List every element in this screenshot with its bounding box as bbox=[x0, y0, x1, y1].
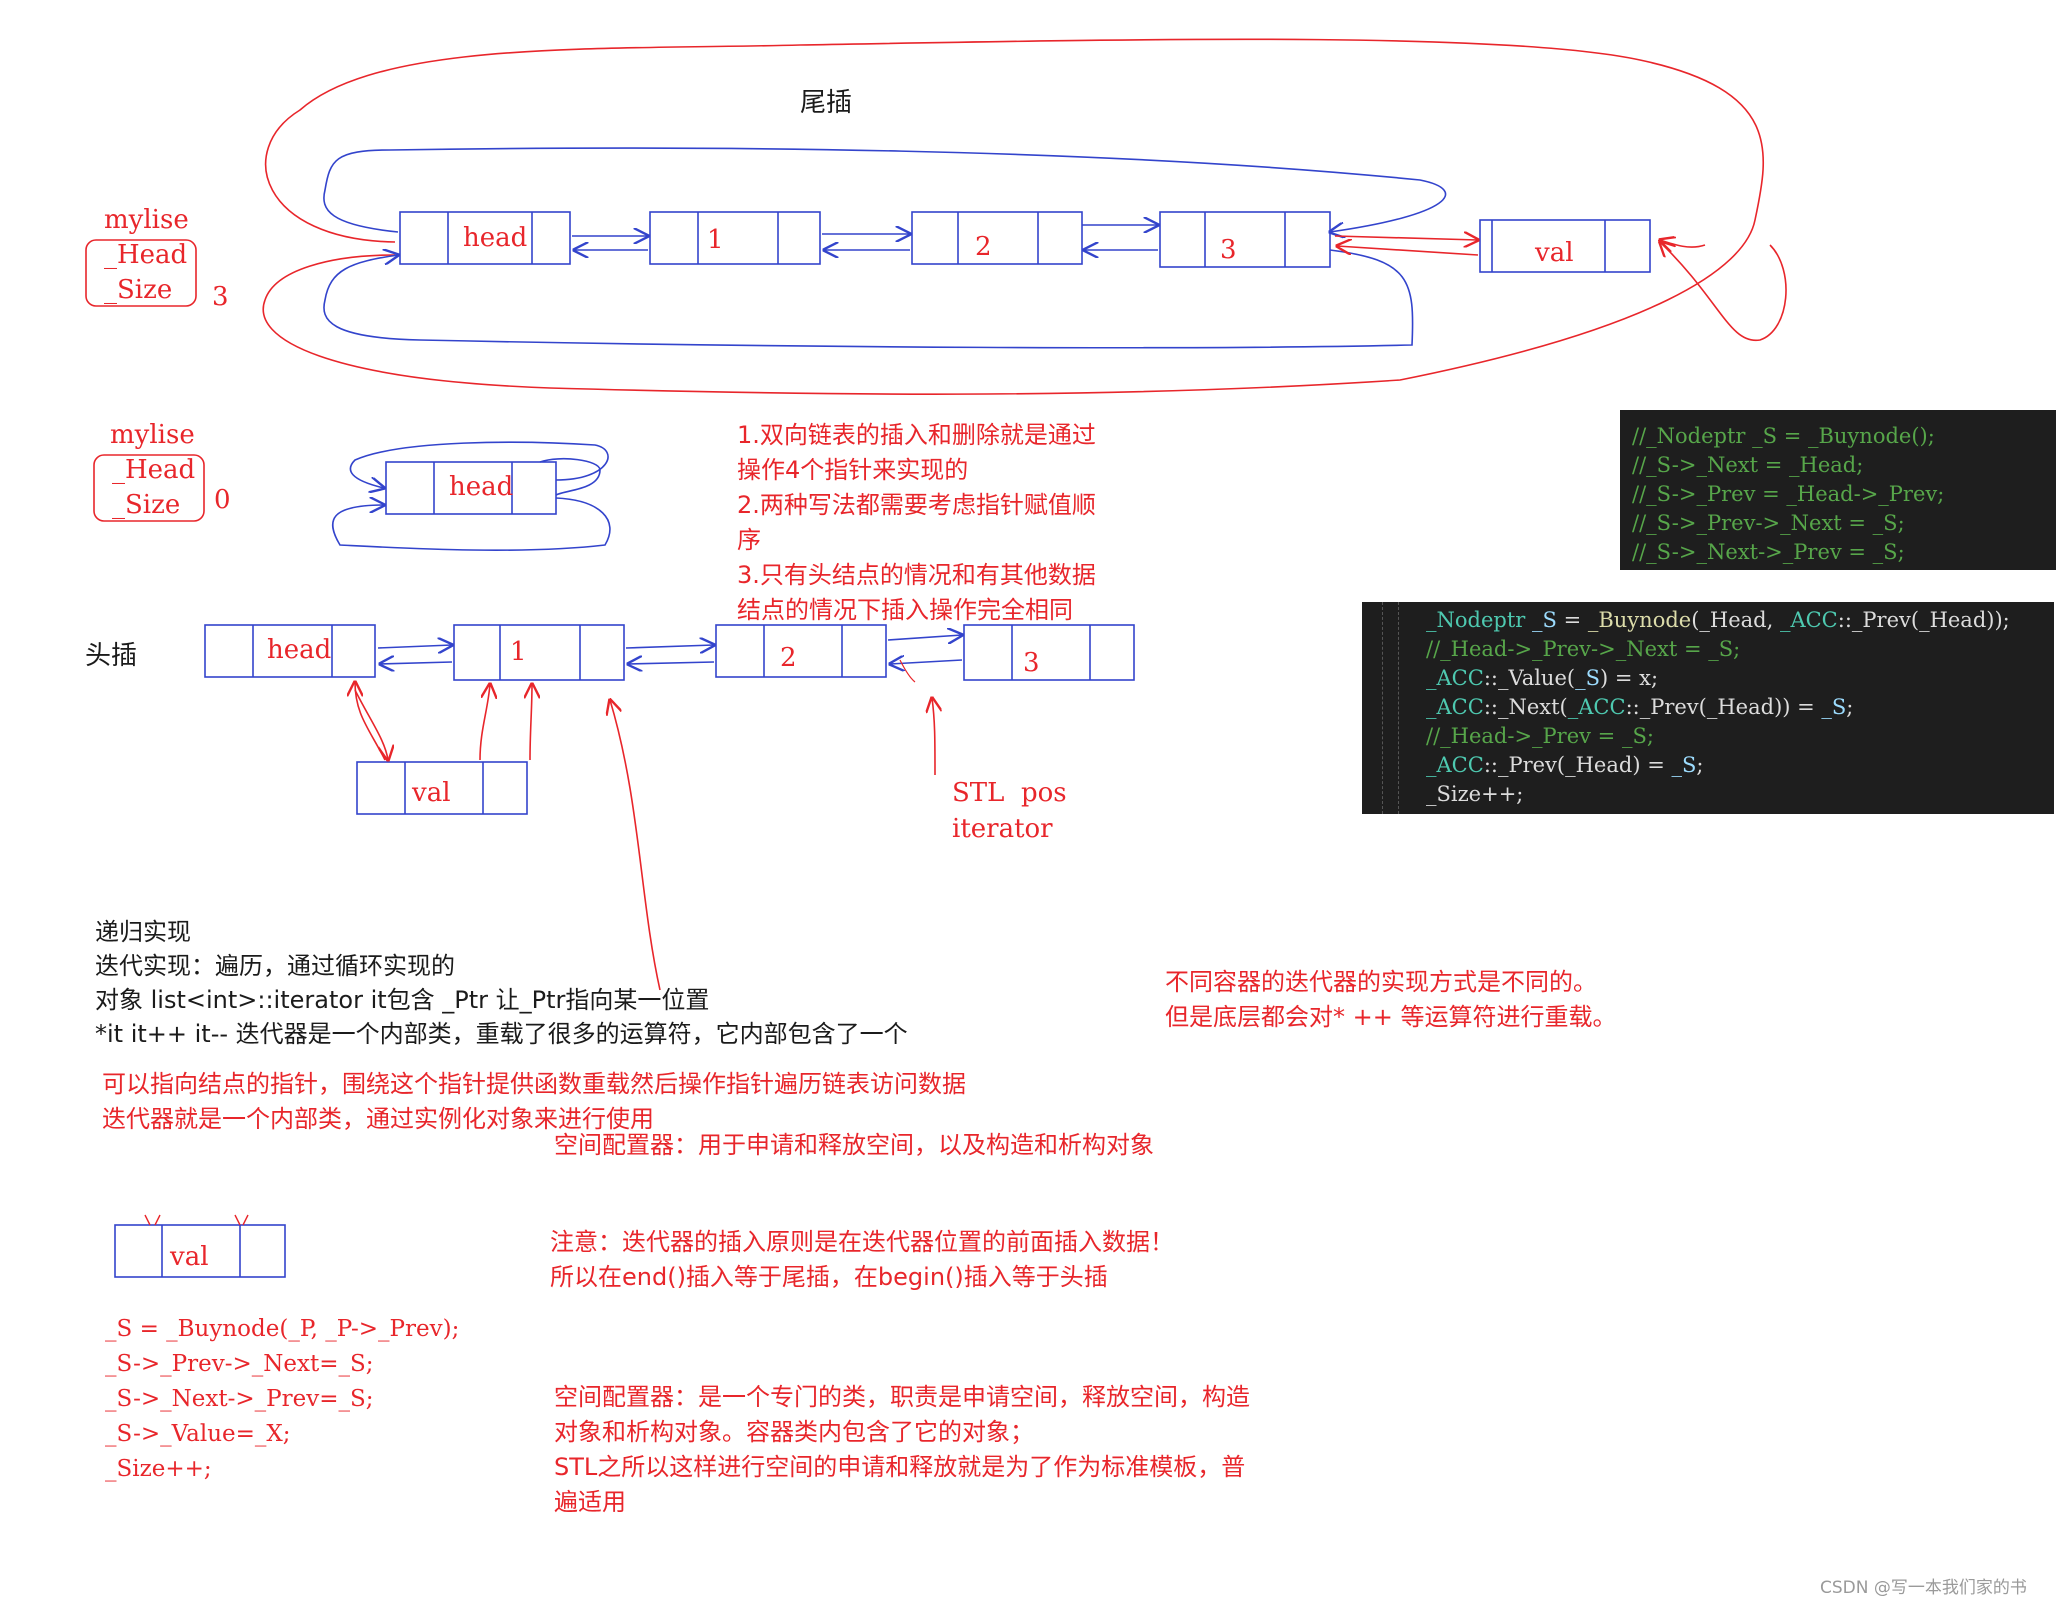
code-line: _ACC::_Value(_S) = x; bbox=[1426, 666, 1659, 690]
tail-list-name: mylise bbox=[104, 205, 189, 235]
code-line: _ACC::_Next(_ACC::_Prev(_Head)) = _S; bbox=[1426, 695, 1854, 719]
head-node-1 bbox=[453, 624, 625, 681]
small-node-val-label: val bbox=[170, 1242, 209, 1272]
watermark: CSDN @写一本我们家的书 bbox=[1820, 1578, 2027, 1598]
empty-field-size: _Size bbox=[112, 490, 181, 520]
stl-pos-iterator-label: STL pos iterator bbox=[952, 778, 1067, 844]
code-line: _Size++; bbox=[1426, 782, 1524, 806]
empty-blue-loop-top bbox=[349, 441, 609, 495]
tail-node-2-label: 2 bbox=[975, 232, 992, 262]
iterator-notes-red: 可以指向结点的指针，围绕这个指针提供函数重载然后操作指针遍历链表访问数据 迭代器… bbox=[102, 1070, 966, 1133]
tail-size-value: 3 bbox=[212, 282, 229, 312]
empty-list-name: mylise bbox=[110, 420, 195, 450]
tail-mylise-box bbox=[85, 239, 197, 307]
tail-blue-outer-loop bbox=[323, 147, 1447, 232]
code-line: //_Head->_Prev = _S; bbox=[1426, 724, 1654, 748]
head-node-3 bbox=[963, 624, 1135, 681]
head-node-val bbox=[356, 761, 528, 815]
head-node-1-label: 1 bbox=[510, 637, 527, 667]
tail-node-val bbox=[1479, 219, 1651, 273]
tail-red-curl-val bbox=[1660, 242, 1787, 342]
tail-node-head bbox=[399, 211, 571, 265]
code-line: //_Head->_Prev->_Next = _S; bbox=[1426, 637, 1741, 661]
tail-field-size: _Size bbox=[104, 275, 173, 305]
iterator-pointer-arrow bbox=[610, 700, 661, 991]
notes-top: 1.双向链表的插入和删除就是通过 操作4个指针来实现的 2.两种写法都需要考虑指… bbox=[737, 421, 1096, 624]
head-node-3-label: 3 bbox=[1023, 648, 1040, 678]
tail-node-val-label: val bbox=[1535, 238, 1574, 268]
empty-size-value: 0 bbox=[214, 485, 231, 515]
head-node-head-label: head bbox=[267, 635, 332, 665]
stl-pointer-arrow bbox=[932, 698, 935, 776]
empty-mylise-box bbox=[93, 454, 205, 522]
code-line: _ACC::_Prev(_Head) = _S; bbox=[1426, 753, 1704, 777]
tail-node-3 bbox=[1159, 211, 1331, 268]
code-panel-commented: //_Nodeptr _S = _Buynode(); //_S->_Next … bbox=[1620, 410, 2056, 570]
head-insert-title: 头插 bbox=[85, 641, 138, 671]
tail-blue-lower-loop bbox=[323, 250, 1414, 349]
allocator-line: 空间配置器：用于申请和释放空间，以及构造和析构对象 bbox=[554, 1131, 1154, 1159]
empty-node-head-label: head bbox=[449, 472, 514, 502]
small-node-val bbox=[114, 1214, 286, 1278]
tail-red-outer-loop bbox=[262, 38, 1765, 395]
tail-insert-title: 尾插 bbox=[800, 88, 853, 118]
insert-code: _S = _Buynode(_P, _P->_Prev); _S->_Prev-… bbox=[105, 1316, 460, 1482]
head-node-2-label: 2 bbox=[780, 643, 797, 673]
tail-red-curl-val-2 bbox=[1660, 240, 1706, 247]
insert-rule: 注意：迭代器的插入原则是在迭代器位置的前面插入数据！ 所以在end()插入等于尾… bbox=[550, 1228, 1174, 1291]
iterator-notes: 递归实现 迭代实现：遍历，通过循环实现的 对象 list<int>::itera… bbox=[95, 918, 908, 1048]
tail-node-1 bbox=[649, 211, 821, 265]
head-node-2 bbox=[715, 624, 887, 678]
tail-node-3-label: 3 bbox=[1220, 235, 1237, 265]
head-node-head bbox=[204, 624, 376, 678]
empty-blue-loop-bottom bbox=[331, 498, 611, 551]
tail-field-head: _Head bbox=[104, 240, 188, 270]
empty-field-head: _Head bbox=[112, 455, 196, 485]
container-notes: 不同容器的迭代器的实现方式是不同的。 但是底层都会对* ++ 等运算符进行重载。 bbox=[1165, 968, 1617, 1031]
code-line: _Nodeptr _S = _Buynode(_Head, _ACC::_Pre… bbox=[1426, 608, 2010, 632]
head-node-val-label: val bbox=[412, 778, 451, 808]
tail-node-1-label: 1 bbox=[707, 225, 724, 255]
tail-node-2 bbox=[911, 211, 1083, 265]
allocator-notes: 空间配置器：是一个专门的类，职责是申请空间，释放空间，构造 对象和析构对象。容器… bbox=[554, 1383, 1250, 1516]
tail-node-head-label: head bbox=[463, 223, 528, 253]
code-panel-insert: _Nodeptr _S = _Buynode(_Head, _ACC::_Pre… bbox=[1362, 602, 2054, 814]
